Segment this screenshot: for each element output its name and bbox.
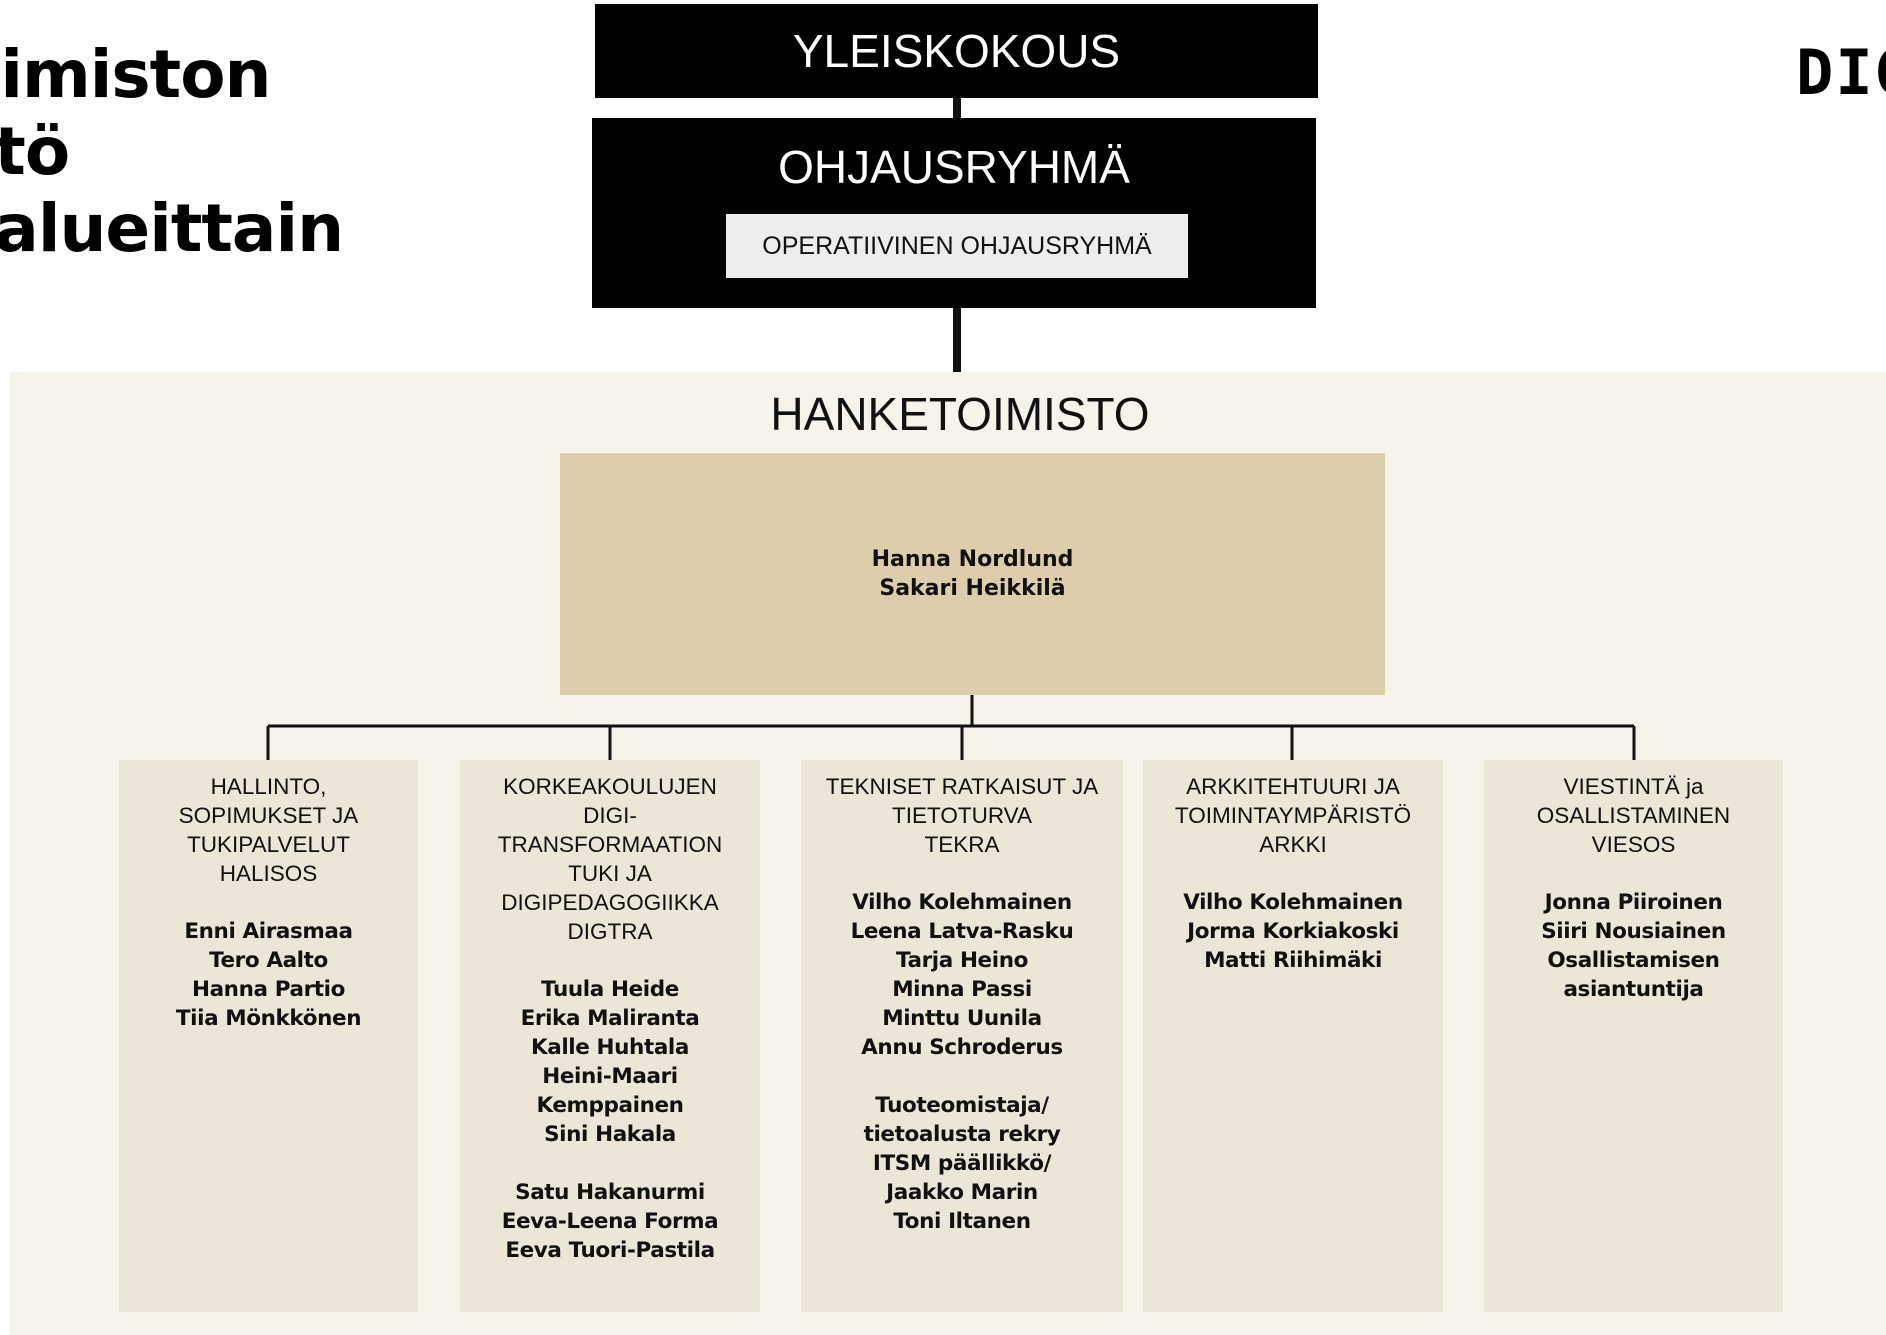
person-name: ITSM päällikkö/ xyxy=(872,1151,1052,1176)
column-halisos: HALLINTO, SOPIMUKSET JA TUKIPALVELUT HAL… xyxy=(119,760,418,1312)
heading-line: DIGI- xyxy=(583,803,637,828)
ohjausryhma-title: OHJAUSRYHMÄ xyxy=(778,141,1130,193)
person-name: Tuoteomistaja/ xyxy=(875,1093,1049,1118)
person-name: Erika Maliranta xyxy=(520,1006,700,1031)
column-people: Vilho Kolehmainen Leena Latva-Rasku Tarj… xyxy=(801,888,1123,1062)
person-name: Tarja Heino xyxy=(896,948,1028,973)
person-name: Sini Hakala xyxy=(544,1122,676,1147)
title-line: oimiston xyxy=(0,36,272,113)
person-name: Hanna Partio xyxy=(191,977,346,1002)
column-tekra: TEKNISET RATKAISUT JA TIETOTURVA TEKRA V… xyxy=(801,760,1123,1312)
column-extra-people: Tuoteomistaja/ tietoalusta rekry ITSM pä… xyxy=(801,1091,1123,1236)
person-name: asiantuntija xyxy=(1563,977,1704,1002)
person-name: Siiri Nousiainen xyxy=(1541,919,1726,944)
heading-line: TEKRA xyxy=(924,832,1000,857)
ohjausryhma-box: OHJAUSRYHMÄ OPERATIIVINEN OHJAUSRYHMÄ xyxy=(592,118,1316,308)
heading-line: VIESOS xyxy=(1591,832,1676,857)
person-name: Toni Iltanen xyxy=(893,1209,1031,1234)
column-heading: HALLINTO, SOPIMUKSET JA TUKIPALVELUT HAL… xyxy=(119,772,418,888)
person-name: Vilho Kolehmainen xyxy=(852,890,1072,915)
person-name: Jaakko Marin xyxy=(886,1180,1038,1205)
person-name: Minttu Uunila xyxy=(882,1006,1042,1031)
person-name: Osallistamisen xyxy=(1547,948,1720,973)
person-name: Minna Passi xyxy=(892,977,1032,1002)
column-arkki: ARKKITEHTUURI JA TOIMINTAYMPÄRISTÖ ARKKI… xyxy=(1143,760,1443,1312)
connector-yleis-ohjaus xyxy=(953,98,961,118)
operatiivinen-ohjausryhma-box: OPERATIIVINEN OHJAUSRYHMÄ xyxy=(726,214,1188,278)
person-name: Kalle Huhtala xyxy=(530,1035,690,1060)
person-name: Eeva-Leena Forma xyxy=(501,1209,719,1234)
column-people: Enni Airasmaa Tero Aalto Hanna Partio Ti… xyxy=(119,917,418,1033)
column-heading: TEKNISET RATKAISUT JA TIETOTURVA TEKRA xyxy=(801,772,1123,859)
heading-line: ARKKITEHTUURI JA xyxy=(1186,774,1400,799)
title-line: salueittain xyxy=(0,190,344,267)
leaders-names: Hanna Nordlund Sakari Heikkilä xyxy=(872,545,1074,603)
hanketoimisto-title: HANKETOIMISTO xyxy=(770,388,1150,440)
column-extra-people: Satu Hakanurmi Eeva-Leena Forma Eeva Tuo… xyxy=(460,1178,760,1265)
title-line: stö xyxy=(0,113,70,190)
leader-name: Hanna Nordlund xyxy=(871,547,1074,572)
person-name: Heini-Maari xyxy=(542,1064,678,1089)
connector-ohjaus-office xyxy=(953,308,961,372)
heading-line: TUKIPALVELUT xyxy=(187,832,350,857)
person-name: Matti Riihimäki xyxy=(1204,948,1382,973)
person-name: Annu Schroderus xyxy=(861,1035,1063,1060)
heading-line: TUKI JA xyxy=(568,861,652,886)
column-heading: ARKKITEHTUURI JA TOIMINTAYMPÄRISTÖ ARKKI xyxy=(1143,772,1443,859)
heading-line: TRANSFORMAATION xyxy=(497,832,723,857)
leaders-box: Hanna Nordlund Sakari Heikkilä xyxy=(560,453,1385,695)
heading-line: KORKEAKOULUJEN xyxy=(503,774,717,799)
heading-line: OSALLISTAMINEN xyxy=(1536,803,1731,828)
person-name: Satu Hakanurmi xyxy=(515,1180,705,1205)
page-title: oimiston stö salueittain xyxy=(0,36,376,267)
brand-logo: DIG xyxy=(1796,36,1886,109)
leader-name: Sakari Heikkilä xyxy=(879,576,1066,601)
heading-line: SOPIMUKSET JA xyxy=(178,803,359,828)
heading-line: VIESTINTÄ ja xyxy=(1563,774,1704,799)
person-name: Tero Aalto xyxy=(209,948,328,973)
heading-line: DIGIPEDAGOGIIKKA xyxy=(501,890,719,915)
column-heading: VIESTINTÄ ja OSALLISTAMINEN VIESOS xyxy=(1484,772,1783,859)
person-name: Leena Latva-Rasku xyxy=(850,919,1074,944)
heading-line: HALISOS xyxy=(219,861,318,886)
yleiskokous-box: YLEISKOKOUS xyxy=(595,4,1318,98)
person-name: Jorma Korkiakoski xyxy=(1187,919,1399,944)
person-name: Jonna Piiroinen xyxy=(1544,890,1723,915)
column-heading: KORKEAKOULUJEN DIGI- TRANSFORMAATION TUK… xyxy=(460,772,760,946)
heading-line: TOIMINTAYMPÄRISTÖ xyxy=(1174,803,1412,828)
heading-line: TIETOTURVA xyxy=(891,803,1033,828)
column-people: Tuula Heide Erika Maliranta Kalle Huhtal… xyxy=(460,975,760,1149)
column-people: Vilho Kolehmainen Jorma Korkiakoski Matt… xyxy=(1143,888,1443,975)
person-name: Kemppainen xyxy=(536,1093,684,1118)
person-name: Tuula Heide xyxy=(541,977,679,1002)
column-digtra: KORKEAKOULUJEN DIGI- TRANSFORMAATION TUK… xyxy=(460,760,760,1312)
heading-line: ARKKI xyxy=(1259,832,1327,857)
person-name: Tiia Mönkkönen xyxy=(175,1006,362,1031)
person-name: Eeva Tuori-Pastila xyxy=(505,1238,715,1263)
person-name: tietoalusta rekry xyxy=(863,1122,1061,1147)
column-people: Jonna Piiroinen Siiri Nousiainen Osallis… xyxy=(1484,888,1783,1004)
heading-line: TEKNISET RATKAISUT JA xyxy=(825,774,1099,799)
heading-line: HALLINTO, xyxy=(210,774,327,799)
person-name: Enni Airasmaa xyxy=(184,919,353,944)
person-name: Vilho Kolehmainen xyxy=(1183,890,1403,915)
heading-line: DIGTRA xyxy=(567,919,653,944)
column-viesos: VIESTINTÄ ja OSALLISTAMINEN VIESOS Jonna… xyxy=(1484,760,1783,1312)
